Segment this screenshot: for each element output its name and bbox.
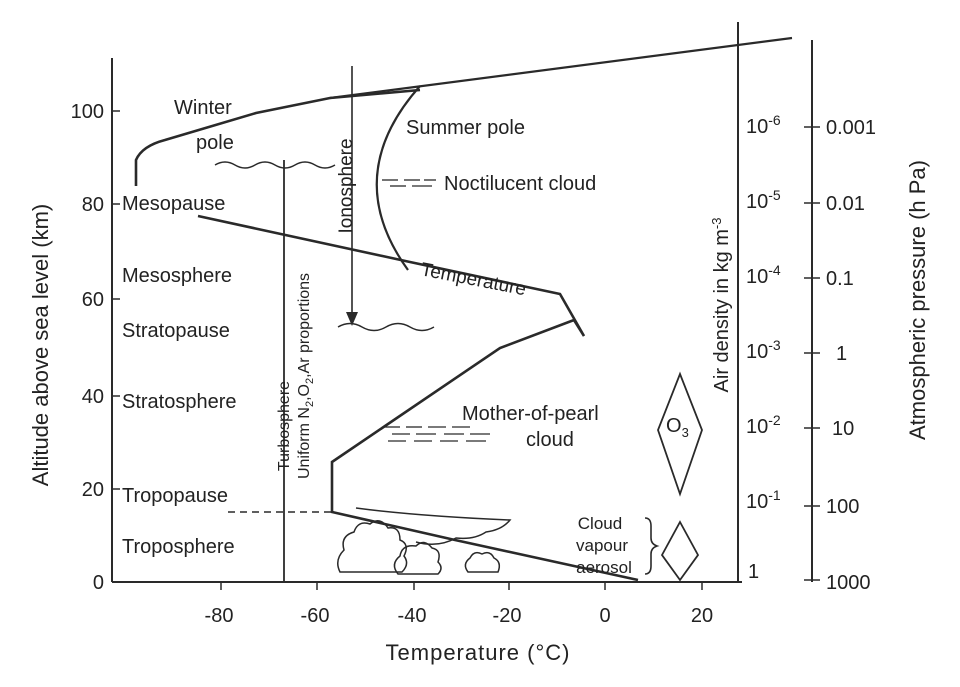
pressure-tick-label: 1000 <box>826 572 871 594</box>
pressure-tick-label: 100 <box>826 496 859 518</box>
mesopause-label: Mesopause <box>122 193 225 215</box>
density-tick-label: 10-5 <box>746 187 781 213</box>
temperature-tick-label: -60 <box>301 605 330 627</box>
pressure-tick-label: 10 <box>832 418 854 440</box>
upper-boundary-line <box>329 36 793 100</box>
cirrus-anvil-cloud <box>355 507 512 545</box>
mother-of-pearl-label-line2: cloud <box>526 429 574 451</box>
altitude-tick-label: 20 <box>82 479 104 501</box>
density-tick-label: 1 <box>748 561 759 583</box>
noctilucent-cloud-label: Noctilucent cloud <box>444 173 596 195</box>
winter-pole-curve <box>134 88 421 186</box>
ozone-diamond-lower <box>660 520 700 582</box>
density-tick-label: 10-2 <box>746 412 781 438</box>
cloud-label-line3: aerosol <box>576 558 632 577</box>
tropopause-label: Tropopause <box>122 485 228 507</box>
uniform-proportions-label: Uniform N2,O2,Ar proportions <box>296 273 316 479</box>
winter-pole-label-line1: Winter <box>174 97 232 119</box>
temperature-axis-title: Temperature (°C) <box>386 640 571 665</box>
density-axis-title-exp: -3 <box>709 218 724 230</box>
temperature-tick-label: -20 <box>493 605 522 627</box>
temperature-profile-curve <box>197 214 639 582</box>
altitude-tick-label: 60 <box>82 289 104 311</box>
ozone-label: O3 <box>666 415 689 440</box>
cumulus-cloud-mid <box>393 541 442 575</box>
troposphere-label: Troposphere <box>122 536 235 558</box>
altitude-ticks <box>112 110 120 583</box>
altitude-tick-label: 80 <box>82 194 104 216</box>
density-axis-title-text: Air density in kg m <box>711 229 733 392</box>
altitude-tick-label: 0 <box>93 572 104 594</box>
temperature-ticks <box>220 582 703 590</box>
altitude-tick-label: 40 <box>82 386 104 408</box>
temperature-tick-label: -80 <box>205 605 234 627</box>
cloud-label-line2: vapour <box>576 536 628 555</box>
ionosphere-arrow-head <box>346 312 358 326</box>
altitude-axis-title: Altitude above sea level (km) <box>28 204 53 486</box>
temperature-tick-label: 20 <box>691 605 713 627</box>
ionosphere-label: Ionosphere <box>336 138 357 233</box>
mother-of-pearl-cloud-marks <box>384 426 490 442</box>
cloud-bracket <box>644 517 660 575</box>
mother-of-pearl-label-line1: Mother-of-pearl <box>462 403 599 425</box>
pressure-tick-labels: 0.001 0.01 0.1 1 10 100 1000 <box>826 117 876 594</box>
pressure-tick-label: 0.01 <box>826 193 865 215</box>
pressure-ticks <box>804 126 820 581</box>
temperature-tick-label: 0 <box>599 605 610 627</box>
altitude-tick-labels: 0 20 40 60 80 100 <box>71 101 104 594</box>
stratopause-wave <box>337 322 435 332</box>
summer-pole-curve <box>375 85 421 271</box>
temperature-curve-label: Temperature <box>419 259 528 300</box>
turbosphere-label: Turbosphere <box>276 381 293 471</box>
cumulus-cloud-left <box>337 520 408 573</box>
mesopause-wave <box>214 161 336 169</box>
density-axis-title: Air density in kg m-3 <box>709 218 733 393</box>
density-tick-label: 10-4 <box>746 262 781 288</box>
pressure-tick-label: 0.001 <box>826 117 876 139</box>
altitude-tick-label: 100 <box>71 101 104 123</box>
ozone-diamond-upper <box>657 371 703 497</box>
density-tick-label: 10-3 <box>746 337 781 363</box>
mesosphere-label: Mesosphere <box>122 265 232 287</box>
noctilucent-cloud-marks <box>382 179 436 187</box>
pressure-axis-title: Atmospheric pressure (h Pa) <box>905 160 930 440</box>
layer-labels: Mesopause Mesosphere Stratopause Stratos… <box>122 193 237 558</box>
cloud-vapour-aerosol-label: Cloud vapour aerosol <box>576 514 632 577</box>
density-tick-label: 10-6 <box>746 112 781 138</box>
summer-pole-label: Summer pole <box>406 117 525 139</box>
pressure-tick-label: 1 <box>836 343 847 365</box>
pressure-tick-label: 0.1 <box>826 268 854 290</box>
cumulus-cloud-small <box>464 551 501 573</box>
stratosphere-label: Stratosphere <box>122 391 237 413</box>
density-tick-label: 10-1 <box>746 487 781 513</box>
winter-pole-label-line2: pole <box>196 132 234 154</box>
temperature-tick-label: -40 <box>398 605 427 627</box>
density-tick-labels: 10-6 10-5 10-4 10-3 10-2 10-1 1 <box>746 112 781 583</box>
stratopause-label: Stratopause <box>122 320 230 342</box>
cloud-label-line1: Cloud <box>578 514 622 533</box>
temperature-tick-labels: -80 -60 -40 -20 0 20 <box>205 605 714 627</box>
